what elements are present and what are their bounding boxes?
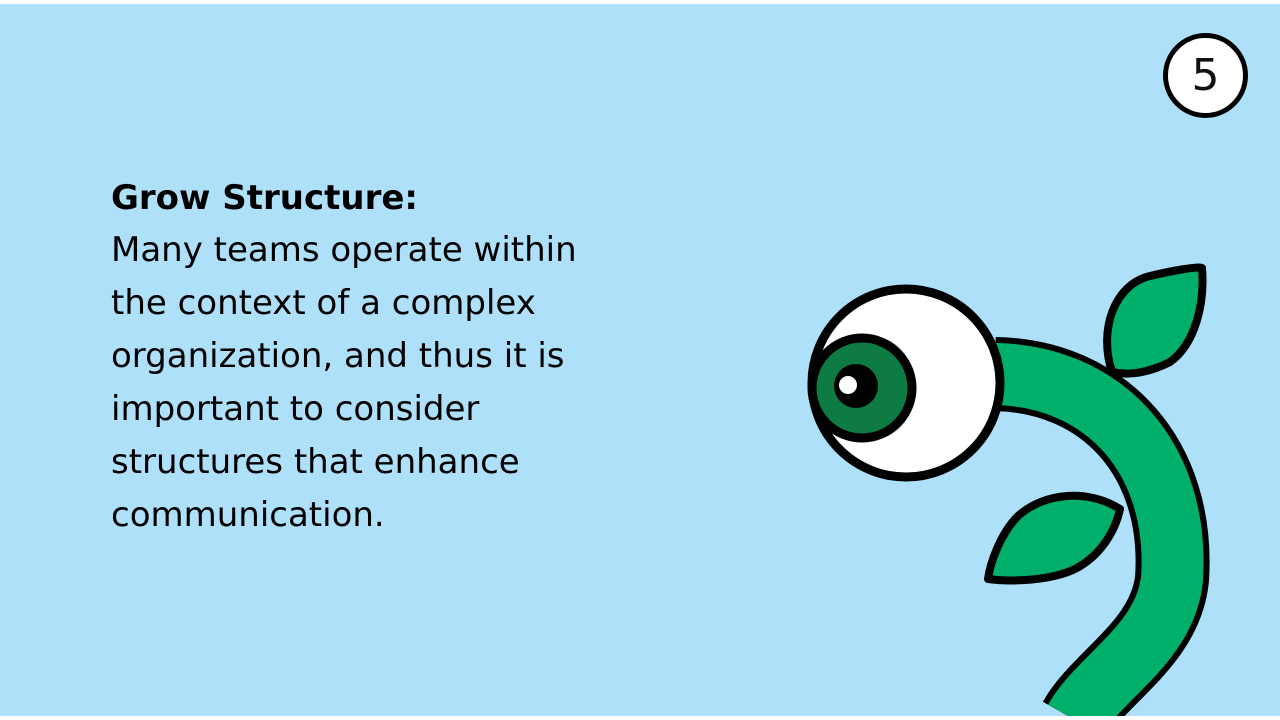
body-line: important to consider: [111, 389, 480, 429]
eyeball-plant-icon: [807, 263, 1210, 716]
body-line: structures that enhance: [111, 442, 520, 482]
slide-number: 5: [1191, 49, 1220, 101]
upper-leaf: [1103, 263, 1207, 378]
slide-number-badge: 5: [1163, 33, 1248, 118]
body-line: the context of a complex: [111, 283, 536, 323]
slide: 5 Grow Structure: Many teams operate wit…: [0, 4, 1280, 716]
body-line: communication.: [111, 495, 385, 535]
eye-highlight: [839, 376, 857, 394]
plant-stem: [993, 337, 1210, 716]
body-line: Many teams operate within: [111, 230, 577, 270]
body-line: organization, and thus it is: [111, 336, 565, 376]
lower-leaf: [984, 491, 1124, 585]
eyeball: [807, 284, 1005, 482]
slide-heading: Grow Structure:: [111, 178, 419, 218]
text-block: Grow Structure: Many teams operate withi…: [111, 172, 711, 542]
